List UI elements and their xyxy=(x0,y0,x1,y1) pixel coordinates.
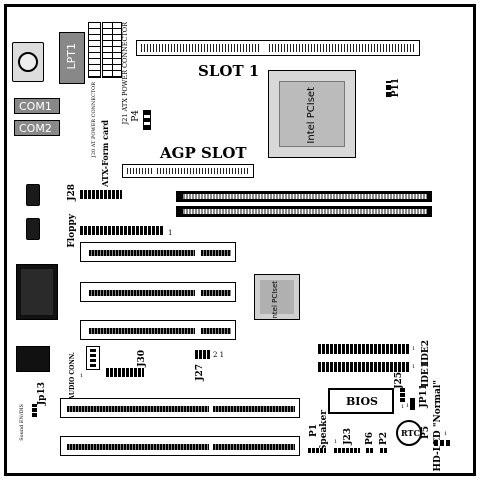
jp13-label: Jp13 xyxy=(37,382,47,406)
left-chip-2 xyxy=(26,218,40,240)
slot1-connector xyxy=(136,40,420,56)
isa-slot-1 xyxy=(60,398,300,418)
p1-label: P1 xyxy=(309,424,319,438)
agp-slot xyxy=(122,164,254,178)
j20-label: J20 AT POWER CONNECTOR xyxy=(91,82,97,158)
ide2-header xyxy=(318,362,410,372)
p5-header xyxy=(434,440,450,446)
main-chipset-label: Intel PCIset xyxy=(306,87,317,144)
bios-label: BIOS xyxy=(346,395,378,408)
com1-connector: COM1 xyxy=(14,98,60,114)
ps2-port-icon xyxy=(18,52,38,72)
pci-slot-3 xyxy=(80,320,236,340)
p4-label: P4 xyxy=(131,110,141,122)
j23-pin1: 1 xyxy=(334,439,338,445)
j27-jumper xyxy=(195,350,211,359)
dimm-slot-1 xyxy=(176,191,432,202)
ide2-pin1: 1 xyxy=(412,364,416,370)
board-outline xyxy=(4,4,476,476)
com2-label: COM2 xyxy=(19,122,52,135)
j27-pins-label: 2 1 xyxy=(213,351,225,359)
speaker-label: Speaker xyxy=(319,410,329,452)
floppy-header xyxy=(80,226,164,235)
isa-slot-2 xyxy=(60,436,300,456)
secondary-chipset-label: Intel PCIset xyxy=(271,281,279,321)
floppy-label: Floppy xyxy=(67,214,77,248)
j27-label: J27 xyxy=(195,364,205,381)
j21-label: J21 ATX POWER CONNECTOR xyxy=(121,22,129,125)
p6-header xyxy=(366,448,374,453)
ide1-header xyxy=(318,344,410,354)
p4-jumper xyxy=(143,110,151,130)
p11-label: P11 xyxy=(391,78,401,98)
jp13-jumper xyxy=(32,404,37,417)
p11-jumper xyxy=(386,81,391,97)
pci-slot-2 xyxy=(80,282,236,302)
main-chipset: Intel PCIset xyxy=(268,70,356,158)
lpt1-connector: LPT1 xyxy=(59,32,85,84)
j30-label: J30 xyxy=(137,350,147,367)
p2-label: P2 xyxy=(379,432,389,446)
ps2-connector xyxy=(12,42,44,82)
atx-power-connector xyxy=(102,22,122,78)
j28-header xyxy=(80,190,122,199)
j25-pin1: 1 xyxy=(401,404,405,410)
jp11-label: JP11 xyxy=(419,384,429,408)
p5-pin1: 1 xyxy=(444,431,448,437)
j25-jumper xyxy=(400,388,405,402)
j23-header xyxy=(334,448,360,453)
j25-label: J25 xyxy=(394,372,404,389)
at-power-connector xyxy=(88,22,101,78)
atx-form-label: ATX-Form card xyxy=(100,120,110,187)
com1-label: COM1 xyxy=(19,100,52,113)
super-io-chip xyxy=(16,264,58,320)
rtc-label: RTC xyxy=(401,428,420,438)
jp11-pin1: 1 xyxy=(406,403,410,409)
p1-header xyxy=(308,448,326,453)
lpt1-label: LPT1 xyxy=(65,43,78,70)
p2-header xyxy=(380,448,388,453)
cd-audio-connector xyxy=(86,346,100,370)
j30-header xyxy=(106,368,144,377)
jp11-jumper xyxy=(410,398,415,410)
p6-label: P6 xyxy=(365,432,375,446)
j28-label: J28 xyxy=(67,184,77,201)
p5-label: P5 xyxy=(421,426,431,440)
pci-slot-1 xyxy=(80,242,236,262)
bios-chip: BIOS xyxy=(328,388,394,414)
dimm-slot-2 xyxy=(176,206,432,217)
hdled-label: HD-LED "Normal" xyxy=(433,380,443,472)
sound-en-label: Sound EN/DIS xyxy=(19,404,25,441)
j23-label: J23 xyxy=(343,428,353,445)
rtc-battery: RTC xyxy=(396,420,422,446)
cd-pin-1: 1 xyxy=(80,373,84,379)
audio-chip xyxy=(16,346,50,372)
secondary-chipset: Intel PCIset xyxy=(254,274,300,321)
slot1-label: SLOT 1 xyxy=(198,62,260,80)
floppy-pin1-label: 1 xyxy=(168,229,173,237)
com2-connector: COM2 xyxy=(14,120,60,136)
left-chip-1 xyxy=(26,184,40,206)
agp-slot-label: AGP SLOT xyxy=(160,144,247,162)
ide1-pin1: 1 xyxy=(412,346,416,352)
